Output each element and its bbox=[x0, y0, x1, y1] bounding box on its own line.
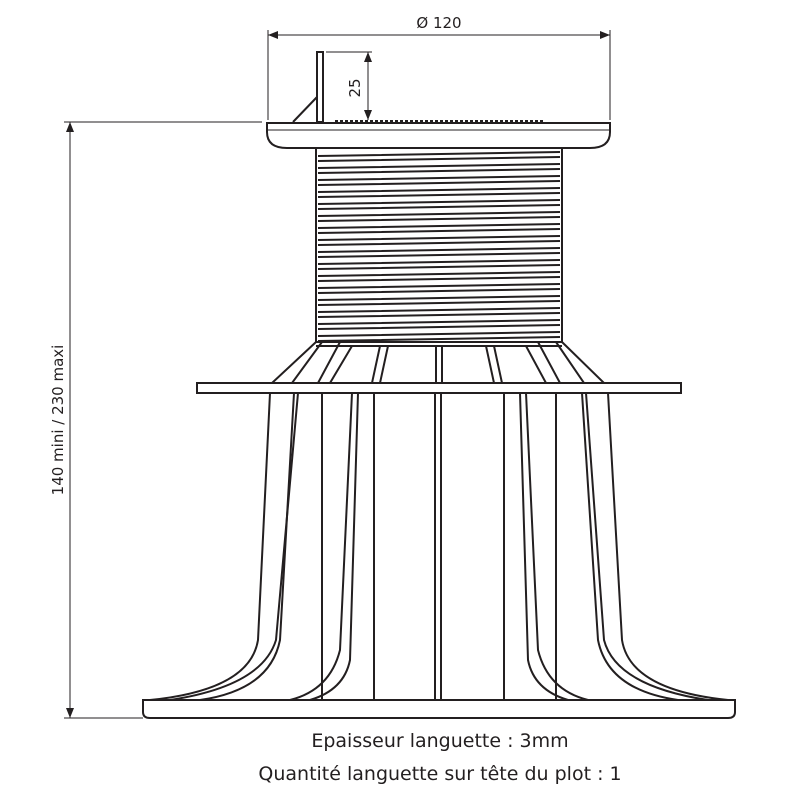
thread-ridge bbox=[317, 199, 561, 210]
thread-ridge bbox=[317, 259, 561, 270]
thread-ridge bbox=[317, 211, 561, 222]
caption-tab-quantity: Quantité languette sur tête du plot : 1 bbox=[258, 763, 622, 785]
thread-ridge bbox=[317, 151, 561, 162]
tab-height-label: 25 bbox=[346, 78, 364, 97]
tab bbox=[292, 51, 324, 123]
caption-tab-thickness: Epaisseur languette : 3mm bbox=[311, 730, 569, 752]
height-dimension: 140 mini / 230 maxi bbox=[49, 121, 262, 719]
thread-ridge bbox=[317, 295, 561, 306]
height-label: 140 mini / 230 maxi bbox=[49, 345, 67, 496]
middle-plate bbox=[196, 382, 682, 394]
diameter-label: Ø 120 bbox=[416, 14, 461, 32]
thread-ridge bbox=[317, 283, 561, 294]
head-plate bbox=[266, 120, 611, 149]
thread-ridge bbox=[317, 247, 561, 258]
tab-height-dimension: 25 bbox=[326, 51, 372, 120]
diameter-dimension: Ø 120 bbox=[267, 14, 611, 120]
base-plate bbox=[142, 699, 736, 719]
thread-ridge bbox=[317, 307, 561, 318]
thread-ridge bbox=[317, 163, 561, 174]
threaded-column bbox=[315, 147, 563, 343]
thread-ridge bbox=[317, 331, 561, 342]
thread-ridge bbox=[317, 175, 561, 186]
base-legs bbox=[149, 392, 729, 701]
thread-ridge bbox=[317, 319, 561, 330]
thread-ridge bbox=[317, 187, 561, 198]
thread-ridge bbox=[317, 235, 561, 246]
gussets bbox=[271, 341, 605, 384]
thread-ridge bbox=[317, 223, 561, 234]
thread-ridge bbox=[317, 271, 561, 282]
